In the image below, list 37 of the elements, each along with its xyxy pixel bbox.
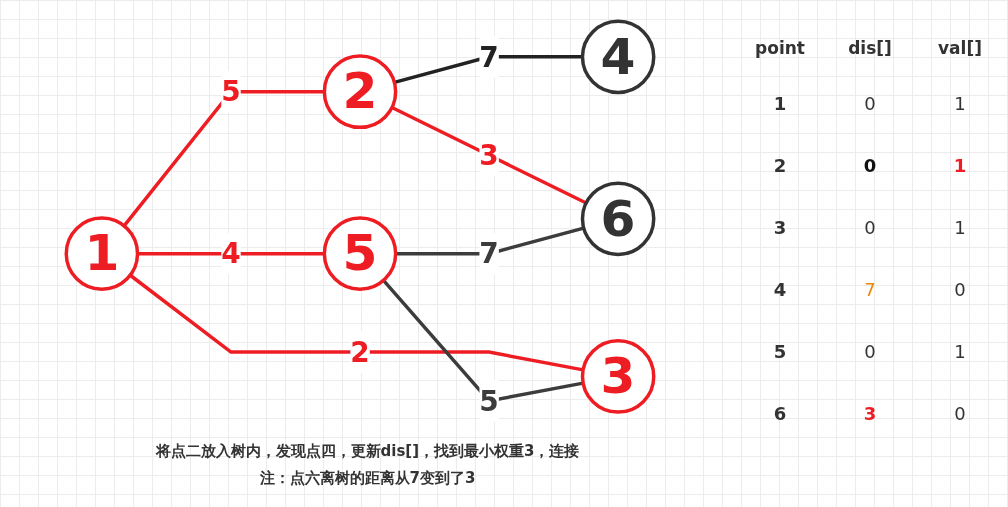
table-value: 3 (863, 402, 877, 424)
node-circle: 3 (580, 339, 656, 414)
edge-label: 2 (350, 335, 370, 369)
node-circle: 1 (64, 216, 140, 292)
table-value: 7 (864, 278, 876, 300)
edge-label: 5 (479, 384, 499, 418)
table-value: 1 (953, 154, 967, 176)
point-number: 3 (773, 216, 787, 238)
column-header: dis[] (848, 38, 892, 58)
table-value: 1 (954, 216, 966, 238)
point-number: 5 (773, 340, 787, 362)
table-value: 0 (954, 402, 966, 424)
edge-label: 4 (221, 236, 241, 271)
column-header: point (755, 38, 805, 58)
table-value: 0 (864, 216, 876, 238)
column-header: val[] (938, 38, 982, 58)
table-value: 0 (863, 154, 877, 176)
table-value: 0 (864, 340, 876, 362)
node-circle: 4 (580, 19, 656, 95)
table-value: 1 (954, 92, 966, 114)
caption: 将点二放入树内，发现点四，更新dis[]，找到最小权重3，连接 (155, 442, 580, 461)
edge-label: 3 (479, 138, 499, 172)
point-number: 2 (773, 154, 787, 176)
table-value: 0 (864, 92, 876, 114)
edge-label: 7 (479, 236, 499, 271)
point-number: 1 (773, 92, 787, 114)
edge-label: 5 (221, 74, 241, 109)
table-value: 1 (954, 340, 966, 362)
table-value: 0 (954, 278, 966, 300)
point-number: 6 (773, 402, 787, 424)
node-circle: 6 (580, 181, 656, 257)
edge-label: 7 (479, 40, 499, 74)
point-number: 4 (773, 278, 787, 300)
node-circle: 5 (322, 216, 398, 292)
note-text: 注：点六离树的距离从7变到了3 (259, 469, 476, 488)
connector (391, 105, 587, 205)
node-circle: 2 (322, 54, 398, 130)
